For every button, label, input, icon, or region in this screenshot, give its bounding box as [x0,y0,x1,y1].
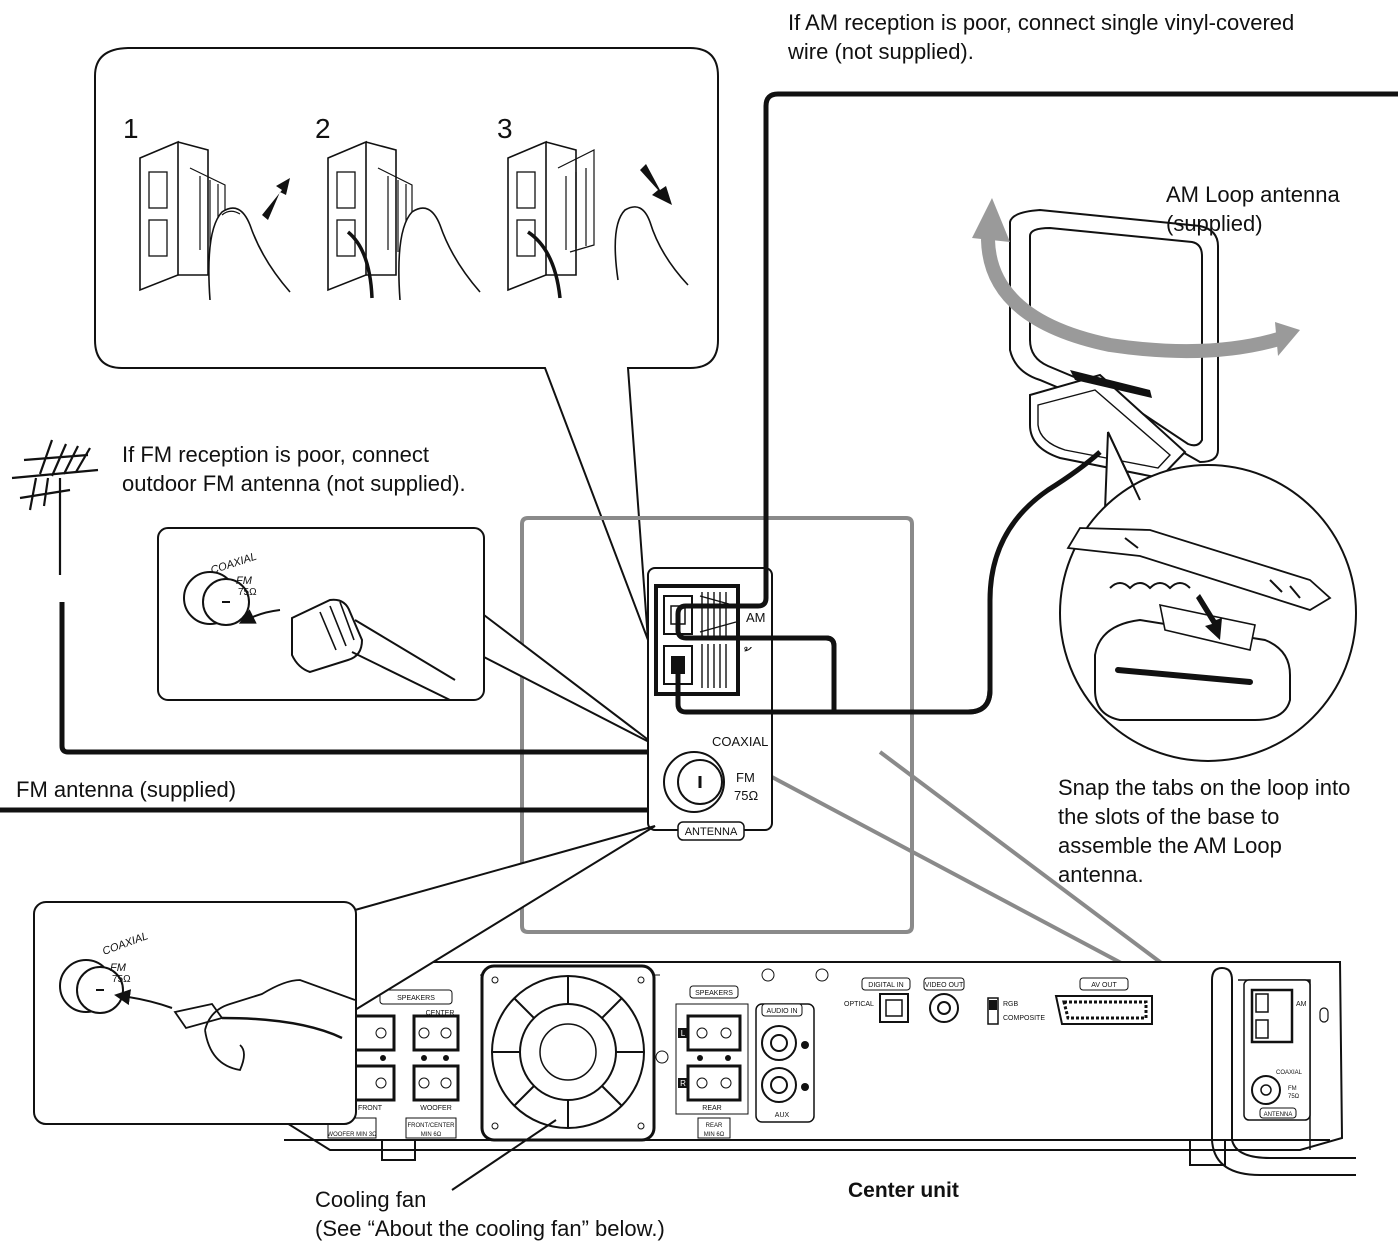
step-2-illustration: 2 [315,113,481,301]
loop-assembly-magnifier [1059,431,1357,762]
caption-cooling-fan-line2: (See “About the cooling fan” below.) [315,1216,665,1241]
caption-snap-line3: assemble the AM Loop [1058,833,1282,858]
am-loop-antenna [1009,208,1219,480]
outdoor-fm-antenna [11,439,99,575]
rear-r-badge: R [680,1079,686,1088]
rear-av-out-label: AV OUT [1091,982,1117,989]
rear-composite-label: COMPOSITE [1003,1015,1045,1022]
caption-am-poor: If AM reception is poor, connect single … [788,8,1294,66]
caption-am-poor-line1: If AM reception is poor, connect single … [788,10,1295,35]
caption-fm-supplied: FM antenna (supplied) [16,777,237,802]
antenna-panel: AM ้ COAXIAL FM 75Ω ANTENNA [647,567,773,841]
caption-cooling-fan: Cooling fan (See “About the cooling fan”… [315,1185,665,1243]
rear-rear-label: REAR [702,1105,721,1112]
rear-mini-fm-label: FM [1288,1086,1297,1092]
rotation-arrow [972,198,1300,359]
caption-fm-poor-line1: If FM reception is poor, connect [122,442,429,467]
fm-coaxial-inset-bottom: COAXIAL FM 75Ω [33,825,656,1125]
rear-mini-coaxial-label: COAXIAL [1276,1070,1303,1076]
caption-am-loop-line2: (supplied) [1166,211,1263,236]
panel-am-label: AM [746,610,766,625]
rear-woofer-label: WOOFER [420,1105,452,1112]
rear-mini-antenna-label: ANTENNA [1264,1112,1293,1118]
panel-ohm-label: 75Ω [734,788,758,803]
fm-coaxial-inset-top: COAXIAL FM 75Ω [157,527,656,746]
rear-front-center-line1: FRONT/CENTER [408,1123,456,1129]
caption-am-poor-line2: wire (not supplied). [788,39,974,64]
panel-antenna-label: ANTENNA [685,826,738,838]
cooling-fan-leader [451,1119,557,1191]
step-1-number: 1 [123,113,139,144]
rear-optical-label: OPTICAL [844,1001,874,1008]
step-3-illustration: 3 [497,113,689,299]
rear-center-label: CENTER [426,1010,455,1017]
rear-l-badge: L [681,1029,686,1038]
rear-rear-min-line1: REAR [706,1123,723,1129]
rear-impedance-label: WOOFER MIN 3Ω [327,1132,377,1138]
caption-center-unit: Center unit [848,1179,959,1202]
caption-snap-line1: Snap the tabs on the loop into [1058,775,1351,800]
inset-bottom-ohm-label: 75Ω [112,974,131,985]
rear-aux-label: AUX [775,1112,790,1119]
rear-rgb-label: RGB [1003,1001,1019,1008]
caption-fm-poor-line2: outdoor FM antenna (not supplied). [122,471,466,496]
caption-cooling-fan-line1: Cooling fan [315,1187,427,1212]
caption-am-loop: AM Loop antenna (supplied) [1166,180,1340,238]
rear-speakers-left-label: SPEAKERS [397,995,435,1002]
rear-front-label: FRONT [358,1105,383,1112]
rear-audio-in-label: AUDIO IN [766,1008,797,1015]
rear-speakers-right-label: SPEAKERS [695,990,733,997]
rear-mini-ohm-label: 75Ω [1288,1094,1300,1100]
caption-snap-line4: antenna. [1058,862,1144,887]
panel-gray-frame [520,516,914,934]
step-1-illustration: 1 [123,113,291,301]
step-3-number: 3 [497,113,513,144]
panel-fm-label: FM [736,770,755,785]
inset-bottom-fm-label: FM [110,962,127,974]
rear-front-center-line2: MIN 6Ω [421,1132,442,1138]
step-2-number: 2 [315,113,331,144]
rear-mini-am-label: AM [1296,1001,1307,1008]
rear-digital-in-label: DIGITAL IN [868,982,903,989]
caption-fm-poor: If FM reception is poor, connect outdoor… [122,440,466,498]
caption-am-loop-line1: AM Loop antenna [1166,182,1340,207]
step-callout-bubble [94,47,719,641]
rear-rear-min-line2: MIN 6Ω [704,1132,725,1138]
inset-fm-label: FM [236,575,253,587]
am-wire-terminal-segment [675,106,837,712]
inset-ohm-label: 75Ω [238,587,257,598]
rear-video-out-label: VIDEO OUT [925,982,964,989]
am-loop-wire-terminal-segment [675,668,993,715]
panel-coaxial-label: COAXIAL [712,734,768,749]
caption-snap: Snap the tabs on the loop into the slots… [1058,773,1350,889]
caption-snap-line2: the slots of the base to [1058,804,1280,829]
center-unit-rear: SPEAKERS CENTER FRONT WOOFER WOOFER MIN … [281,961,1356,1176]
